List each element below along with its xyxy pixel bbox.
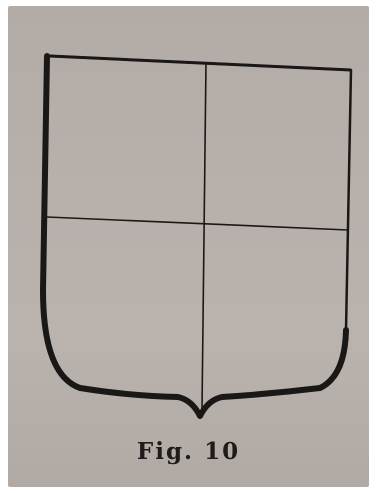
shield-horizontal-division — [47, 217, 348, 230]
figure-caption: Fig. 10 — [0, 438, 377, 465]
shield-top-edge — [50, 56, 351, 70]
shield-heavy-outline — [43, 56, 346, 416]
shield-vertical-division — [202, 62, 206, 410]
shield-outline — [43, 56, 351, 416]
